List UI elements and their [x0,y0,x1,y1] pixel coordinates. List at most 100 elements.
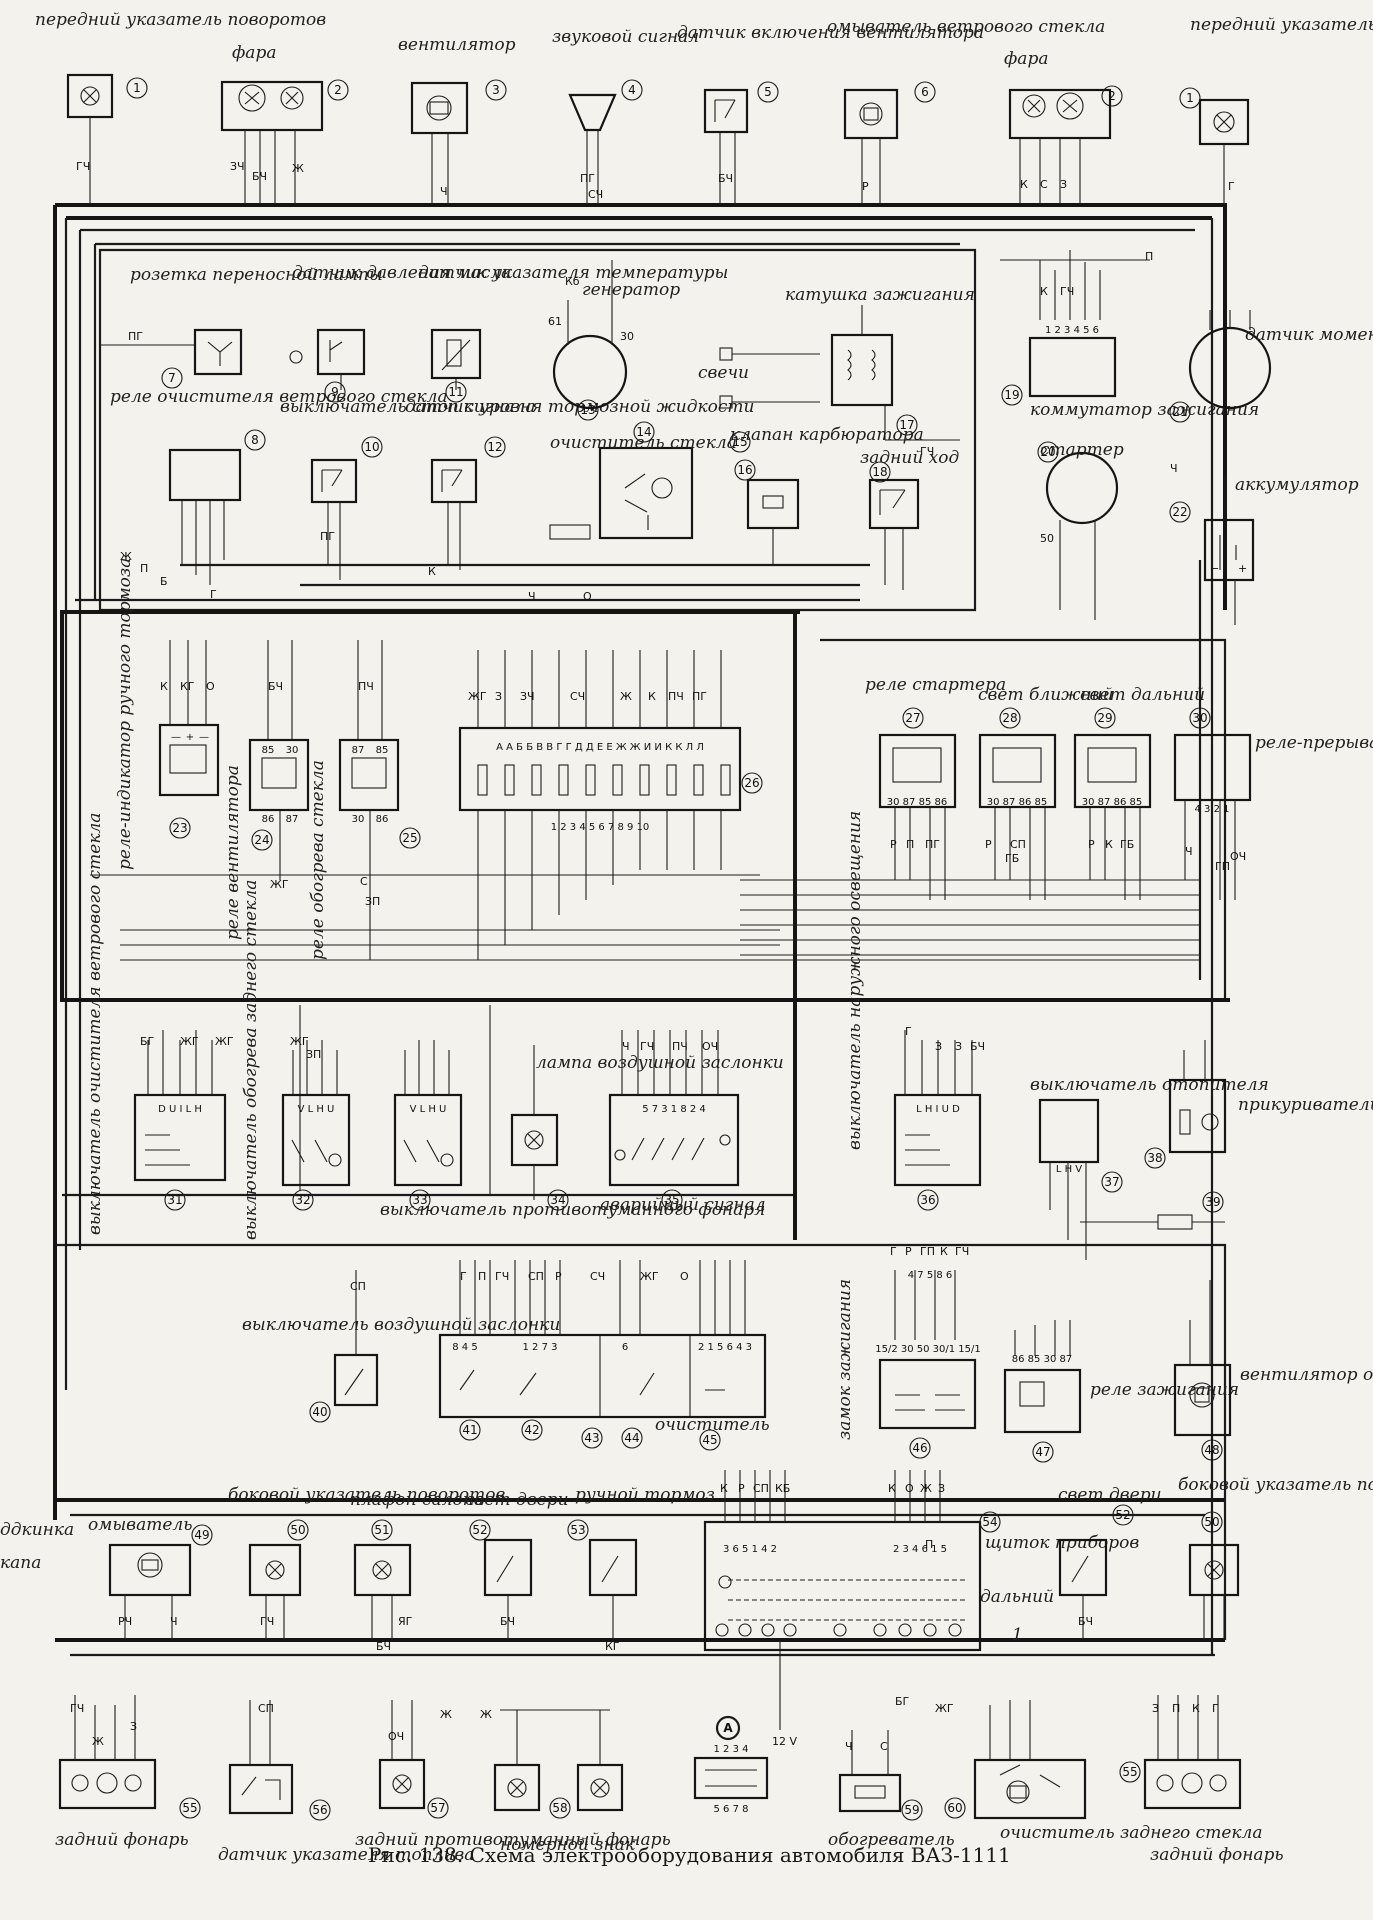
component-label: реле-прерыватель поворота и аварийной си… [1255,733,1373,753]
svg-text:ГЧ: ГЧ [76,160,90,173]
component-number: 18 [872,465,887,479]
component-label: стартер [1040,440,1124,460]
component-number: 2 [1108,89,1116,103]
component-number: 16 [737,463,752,477]
svg-text:5 7 3 1 8 2 4: 5 7 3 1 8 2 4 [642,1104,706,1115]
svg-text:СП: СП [350,1280,366,1293]
svg-text:6: 6 [622,1342,628,1353]
component-label: свет дальний [1080,685,1205,705]
svg-text:С: С [880,1740,888,1753]
component-number: 55 [182,1801,197,1815]
svg-text:С: С [360,875,368,888]
svg-text:15/2 30 50 30/1 15/1: 15/2 30 50 30/1 15/1 [875,1344,981,1355]
component-32-rear-heater-switch: V L H U 32 выключатель обогрева заднего … [241,880,351,1240]
component-label: выключатель очистителя ветрового стекла [85,813,105,1235]
svg-text:СП: СП [258,1702,274,1715]
component-10-brake-switch: 10 выключатель стоп сигнала ПГ [280,397,536,580]
svg-text:ЯГ: ЯГ [398,1615,413,1628]
component-number: 10 [364,440,379,454]
component-number: 31 [167,1193,182,1207]
component-label: замок зажигания [835,1279,855,1440]
component-30-flasher-relay: 4 3 2 1 30 реле-прерыватель поворота и а… [1173,707,1373,900]
svg-text:Ч: Ч [170,1615,178,1628]
svg-text:Ч: Ч [1185,845,1193,858]
svg-text:КБ: КБ [775,1482,790,1495]
component-label: вентилятор [398,35,516,55]
svg-text:К: К [1192,1702,1200,1715]
svg-text:2 3 4 6 1 5: 2 3 4 6 1 5 [893,1544,947,1555]
component-number: 29 [1097,711,1112,725]
svg-text:Ж: Ж [480,1708,492,1721]
svg-text:L H I U D: L H I U D [916,1104,960,1115]
component-number: 39 [1205,1195,1220,1209]
svg-text:П: П [1172,1702,1180,1715]
svg-text:СЧ: СЧ [570,690,585,703]
panel-one-label: 1 [1012,1625,1023,1645]
harness [53,203,1230,1657]
component-label: лампа воздушной заслонки [536,1053,784,1073]
svg-text:К: К [648,690,656,703]
component-number: 36 [920,1193,935,1207]
svg-text:Ч: Ч [622,1040,630,1053]
svg-text:ОЧ: ОЧ [702,1040,718,1053]
component-number: 51 [374,1523,389,1537]
component-37-heater-switch: L H V 37 выключатель отопителя [1030,1075,1269,1260]
component-label: катушка зажигания [785,285,975,305]
svg-text:СП: СП [1010,838,1026,851]
svg-text:З: З [1152,1702,1159,1715]
component-label: задний ход [860,448,960,468]
svg-text:Кб: Кб [565,275,580,288]
svg-text:30 87 86 85: 30 87 86 85 [987,797,1047,808]
component-11-temp-sensor: 11 датчик указателя температуры [418,263,728,403]
svg-text:85: 85 [262,745,275,756]
component-number: 2 [334,83,342,97]
component-label: выключатель обогрева заднего стекла [241,880,261,1240]
left-edge-note-bottom: капа [0,1553,41,1573]
component-40-choke-switch: 40 выключатель воздушной заслонки СП [242,1270,560,1423]
svg-text:ЖГ: ЖГ [290,1035,309,1048]
component-label: клапан карбюратора [730,425,924,445]
svg-text:П: П [925,1538,933,1551]
component-52-door-light-right: 52 свет двери БЧ [1058,1485,1162,1640]
svg-text:К: К [1105,838,1113,851]
svg-text:СП: СП [528,1270,544,1283]
svg-text:О: О [206,680,215,693]
component-label: свет двери [465,1490,569,1510]
component-label: реле зажигания [1090,1380,1239,1400]
component-6-washer: 6 омыватель ветрового стекла Р [827,17,1105,205]
component-number: 15 [732,435,747,449]
svg-text:СП: СП [753,1482,769,1495]
component-number: 35 [664,1193,679,1207]
svg-text:87: 87 [286,814,299,825]
component-label: плафон салона [350,1490,484,1510]
svg-text:ЗЧ: ЗЧ [230,160,245,173]
component-number: 37 [1104,1175,1119,1189]
component-number: 28 [1002,711,1017,725]
component-number: 32 [295,1193,310,1207]
svg-text:П: П [140,562,148,575]
svg-text:Ж: Ж [292,162,304,175]
component-number: 34 [550,1193,565,1207]
component-label: омыватель [88,1515,192,1535]
component-47-ignition-relay: 86 85 30 87 47 реле зажигания [1003,1320,1239,1463]
component-number: 53 [570,1523,585,1537]
component-number: 33 [412,1193,427,1207]
component-number: 9 [331,385,339,399]
svg-text:РЧ: РЧ [118,1615,132,1628]
svg-text:V L H U: V L H U [410,1104,447,1115]
svg-text:1 2 7 3: 1 2 7 3 [523,1342,558,1353]
svg-text:ГЧ: ГЧ [260,1615,274,1628]
component-number: 21 [1172,405,1187,419]
component-number: 25 [402,831,417,845]
component-label: реле вентилятора [223,765,243,940]
